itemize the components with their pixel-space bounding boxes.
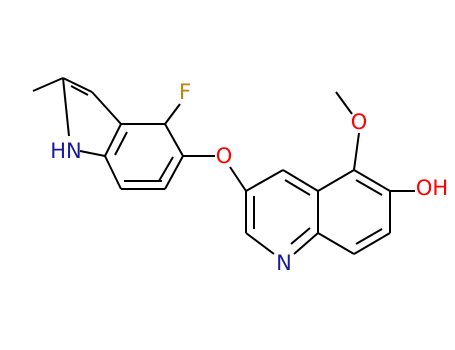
bond-c3a-c7a-inner <box>114 131 128 156</box>
bond-q-c4a-c4 <box>282 169 319 192</box>
bond-c2-n1 <box>62 77 70 137</box>
fluorine-label: F <box>179 80 191 104</box>
bond-c5-c6-inner <box>158 156 174 182</box>
bond-q-c3-c2 <box>245 232 275 255</box>
bond-c3a-c7a <box>104 123 122 157</box>
bond-q-c7-c8-inner <box>355 228 383 245</box>
bond-c4-f <box>164 103 181 125</box>
bond-q-n-c8a <box>293 232 319 255</box>
hydroxyl-label: OH <box>416 176 448 200</box>
bond-methoxy-methyl <box>335 91 353 115</box>
bond-c2-c3 <box>62 77 93 93</box>
ether-oxygen-label: O <box>216 144 233 168</box>
methoxy-oxygen-label: O <box>351 110 368 134</box>
bond-o-c4q <box>229 166 247 192</box>
bond-c7-c7a <box>104 155 122 190</box>
bond-c4-c5 <box>164 123 184 157</box>
nh-label: HN <box>50 139 82 163</box>
bond-q-c5-c6 <box>353 169 391 192</box>
quinoline-nitrogen-label: N <box>276 251 292 275</box>
bond-q-c7-c8 <box>353 232 391 255</box>
bond-c6-methoxy-o <box>353 132 360 171</box>
bond-q-c4a-c5 <box>317 169 355 192</box>
bond-c3-c3a <box>91 91 122 125</box>
bond-q-n-c8a-inner <box>290 227 311 245</box>
bond-q-c4-c4a <box>245 169 284 192</box>
bond-methyl <box>32 77 64 92</box>
bond-c2-c3-inner <box>70 85 89 96</box>
bond-c5-c6 <box>164 155 184 190</box>
bond-n1-c7a <box>79 150 106 157</box>
bond-q-c4a-inner <box>284 179 311 196</box>
bond-q-c8-c8a <box>317 232 355 255</box>
bond-q-c5-c6-inner <box>355 179 383 196</box>
